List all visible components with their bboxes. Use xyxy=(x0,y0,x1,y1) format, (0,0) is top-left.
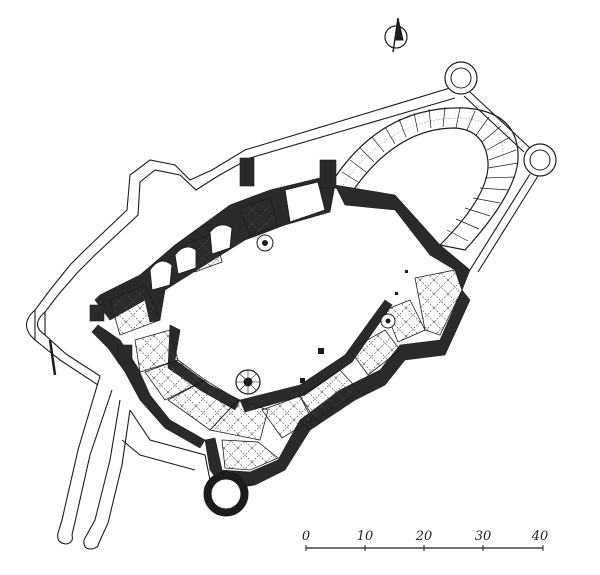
scale-bar: 0 10 20 30 40 xyxy=(302,529,548,551)
west-tower xyxy=(25,309,57,376)
spiral-stair-icon xyxy=(235,234,396,395)
spiral-ramp xyxy=(329,106,519,251)
courtyard-details xyxy=(300,270,408,383)
north-arrow-icon xyxy=(384,17,408,53)
scale-tick-0: 0 xyxy=(302,529,310,544)
scale-tick-30: 30 xyxy=(475,529,492,544)
north-east-tower xyxy=(444,61,478,95)
vaulted-rooms xyxy=(109,197,463,471)
south-tower xyxy=(203,471,249,517)
east-tower xyxy=(523,143,557,177)
scale-tick-40: 40 xyxy=(531,529,549,544)
outer-curtain-wall xyxy=(34,87,456,550)
north-range-arches xyxy=(149,181,326,291)
east-outer-wall xyxy=(459,91,539,281)
scale-tick-10: 10 xyxy=(357,529,374,544)
scale-tick-20: 20 xyxy=(415,529,433,544)
